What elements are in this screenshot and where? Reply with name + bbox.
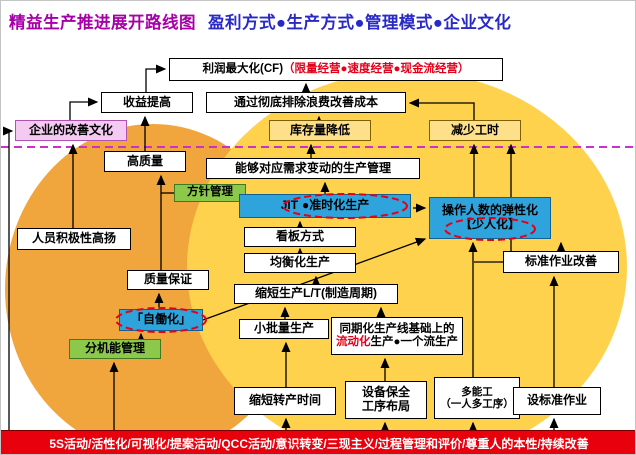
node-high-quality: 高质量 [104,151,186,172]
node-changeover-reduction: 缩短转产时间 [234,387,336,415]
footer-foundation-bar: 5S活动/活性化/可视化/提案活动/QCC活动/意识转变/三现主义/过程管理和评… [1,430,635,454]
node-equipment-line2: 工序布局 [361,399,410,413]
page-title-subtitle: 盈利方式●生产方式●管理模式●企业文化 [208,14,512,32]
node-demand-flexible-production: 能够对应需求变动的生产管理 [206,158,420,179]
node-jit-prefix: JIT [280,198,299,213]
node-flow-production-rest: 生产●一个流生产 [370,336,458,348]
node-policy-management: 方针管理 [174,184,246,202]
node-flow-production-highlight: 流动化 [336,336,371,348]
node-kaizen-culture: 企业的改善文化 [15,120,127,141]
node-flow-production-line2: 流动化生产●一个流生产 [336,336,458,349]
node-heijunka: 均衡化生产 [244,253,356,273]
node-equipment-maintenance-layout: 设备保全 工序布局 [345,381,427,419]
node-multiskilled-worker: 多能工 （一人多工序） [434,377,520,419]
node-flow-production-line1: 同期化生产线基础上的 [339,322,455,335]
node-jit: JIT●准时化生产 [239,194,411,218]
node-workforce-flexibility-line1: 操作人数的弹性化 [441,203,538,218]
node-small-lot-production: 小批量生产 [239,319,329,339]
node-standard-work-improvement: 标准作业改善 [503,251,619,273]
node-employee-morale: 人员积极性高扬 [17,228,131,250]
node-revenue-increase: 收益提高 [101,92,193,113]
node-profit-maximization: 利润最大化(CF)（限量经营●速度经营●现金流经营） [169,58,503,81]
page-title-main: 精益生产推进展开路线图 [9,14,196,32]
node-jidoka: 「自働化」 [119,309,203,331]
node-manhour-reduction: 减少工时 [429,120,521,141]
node-flow-production: 同期化生产线基础上的 流动化生产●一个流生产 [331,317,463,355]
node-workforce-flexibility: 操作人数的弹性化 【少人化】 [429,197,551,239]
node-workforce-flexibility-line2: 【少人化】 [459,217,520,231]
node-jit-circled-label: ●准时化生产 [302,198,370,213]
node-functional-management: 分机能管理 [69,339,161,359]
node-set-standard-work: 设标准作业 [513,387,601,415]
node-kanban-system: 看板方式 [244,227,356,247]
node-quality-assurance: 质量保证 [127,270,209,290]
node-profit-maximization-detail: （限量经营●速度经营●现金流经营） [283,62,470,75]
node-profit-maximization-label: 利润最大化(CF) [202,62,284,75]
node-cost-reduction: 通过彻底排除浪费改善成本 [206,92,406,113]
node-multiskilled-line2: （一人多工序） [440,398,514,410]
node-inventory-reduction: 库存量降低 [269,120,371,141]
node-shorten-leadtime: 缩短生产L/T(制造周期) [234,284,398,304]
node-equipment-line1: 设备保全 [361,385,410,400]
page-title: 精益生产推进展开路线图盈利方式●生产方式●管理模式●企业文化 [9,9,511,33]
node-multiskilled-line1: 多能工 [461,385,493,398]
